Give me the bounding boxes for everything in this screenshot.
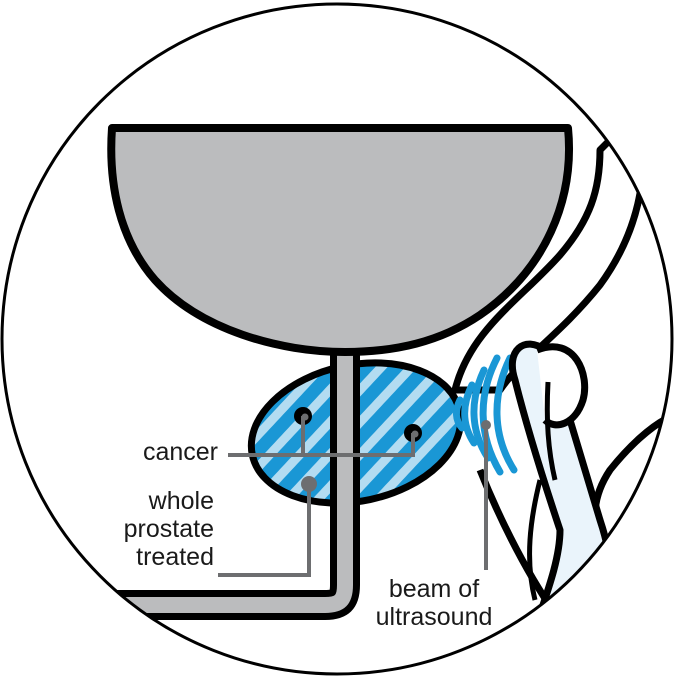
leader-cancer-right [228, 433, 415, 457]
label-beam-of-ultrasound: beam of ultrasound [360, 575, 508, 631]
ultrasound-beam [453, 354, 518, 476]
probe-shaft-line [527, 479, 543, 601]
label-beam-line2: ultrasound [375, 603, 493, 631]
label-beam-line1: beam of [388, 575, 480, 603]
leader-lines [218, 416, 488, 577]
leader-prostate [218, 484, 311, 577]
label-whole-prostate-line1: whole [148, 487, 214, 515]
bladder [107, 124, 573, 356]
probe-neck-line [544, 381, 558, 481]
label-whole-prostate-line2: prostate [123, 515, 214, 543]
urethra [95, 352, 353, 613]
beam-marker [481, 420, 491, 430]
label-cancer: cancer [142, 438, 218, 466]
label-whole-prostate: whole prostate treated [90, 487, 214, 571]
label-whole-prostate-line3: treated [136, 543, 214, 571]
